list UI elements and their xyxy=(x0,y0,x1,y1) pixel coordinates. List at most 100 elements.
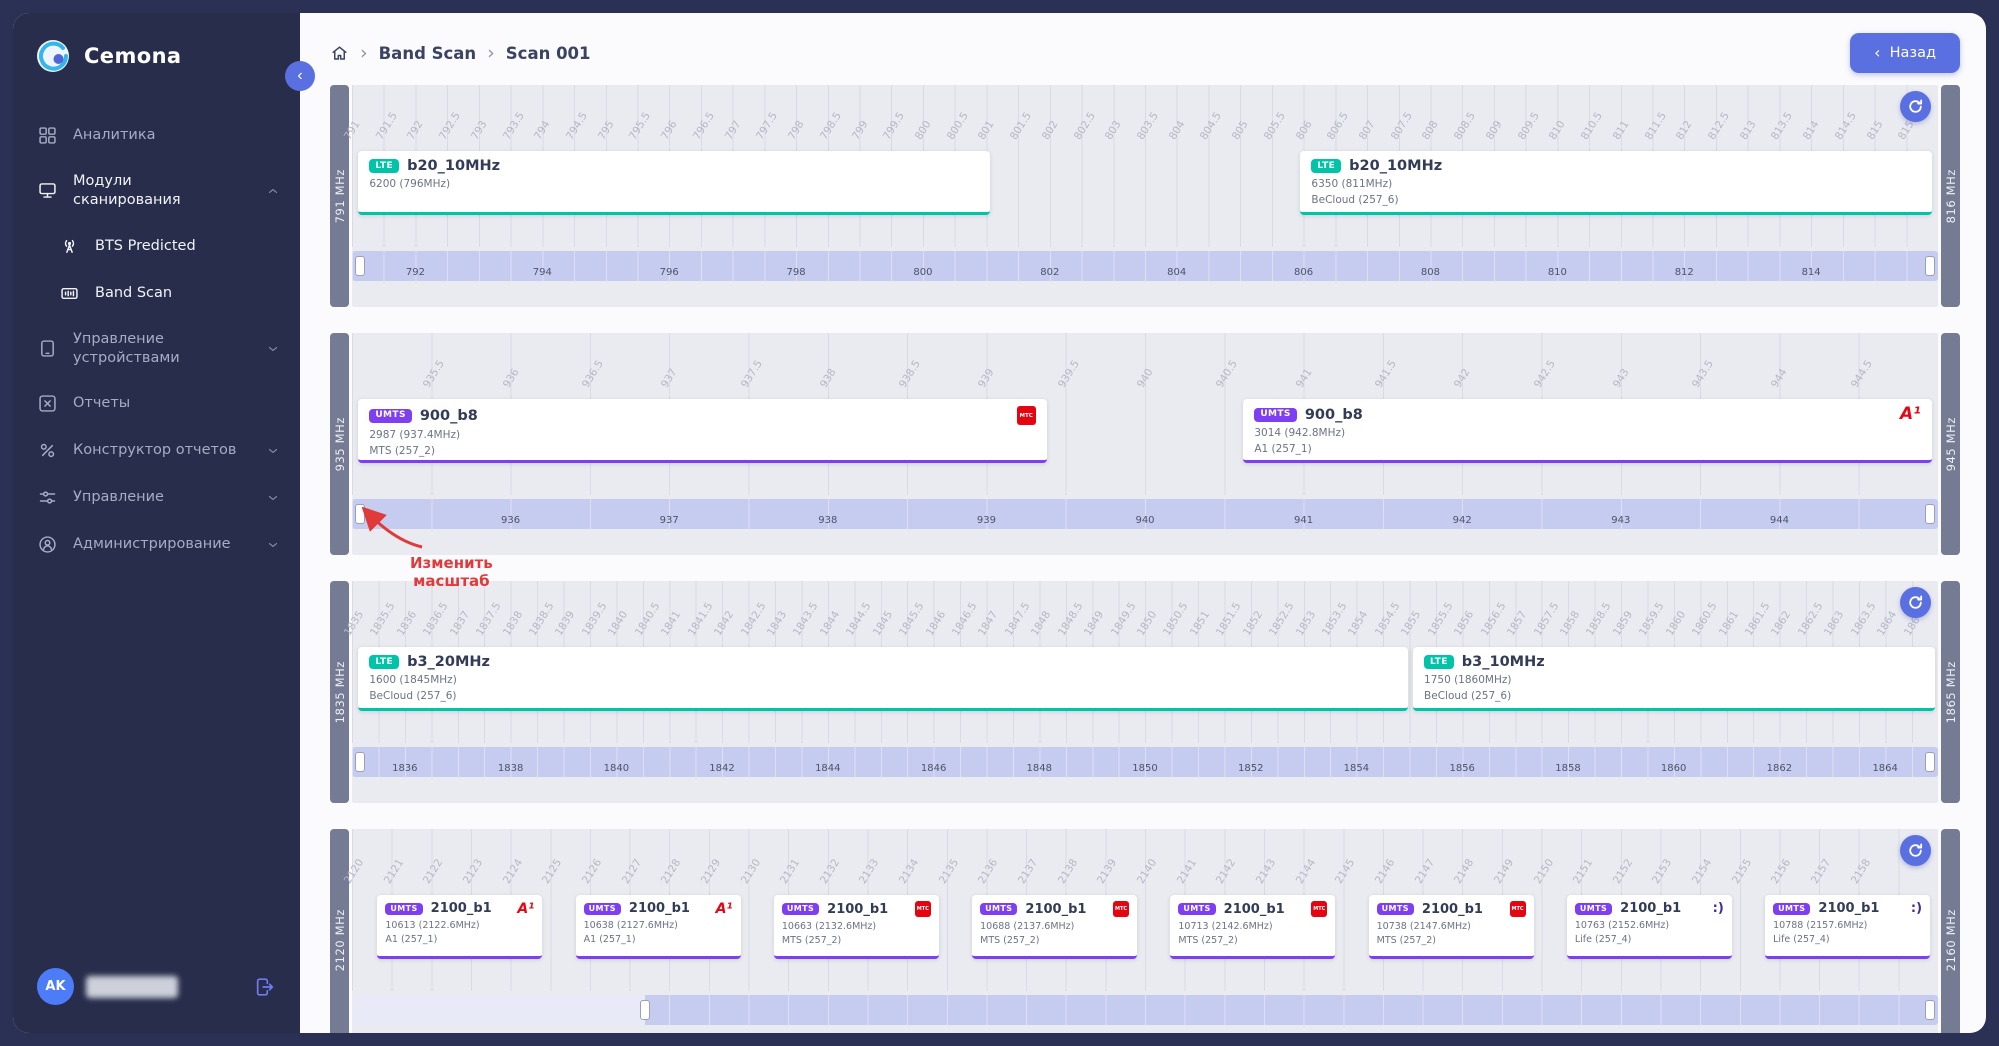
start-frequency-label: 935 MHz xyxy=(332,416,347,472)
ruler-tick: 939 xyxy=(976,366,998,390)
breadcrumb-band-scan[interactable]: Band Scan xyxy=(378,43,477,63)
scale-handle-left[interactable] xyxy=(355,256,365,276)
carrier-card[interactable]: UMTS 900_b8 МТС 2987 (937.4MHz)MTS (257_… xyxy=(358,399,1047,463)
minimap-label: 1848 xyxy=(1026,763,1052,774)
carrier-card[interactable]: UMTS 2100_b1 :) 10788 (2157.6MHz)Life (2… xyxy=(1765,895,1931,959)
panel-start-frequency: 791 MHz xyxy=(330,85,349,307)
minimap-label: 804 xyxy=(1167,267,1187,278)
ruler-tick: 2137 xyxy=(1015,856,1041,886)
carrier-card[interactable]: UMTS 2100_b1 A¹ 10613 (2122.6MHz)A1 (257… xyxy=(377,895,543,959)
scale-handle-left[interactable] xyxy=(640,1000,651,1020)
ruler-tick: 801.5 xyxy=(1007,110,1035,142)
ruler-tick: 813 xyxy=(1737,118,1759,142)
ruler-tick: 2126 xyxy=(579,856,605,886)
sidebar-item-bts-predicted[interactable]: BTS Predicted xyxy=(13,223,300,270)
ruler-tick: 1851.5 xyxy=(1214,600,1244,638)
analytics-grid-icon xyxy=(39,127,56,144)
refresh-button[interactable] xyxy=(1900,835,1931,866)
sidebar-collapse-button[interactable]: ‹ xyxy=(285,61,315,91)
ruler-tick: 1855.5 xyxy=(1425,600,1456,638)
ruler-tick: 939.5 xyxy=(1055,358,1082,390)
ruler-tick: 1844 xyxy=(817,608,842,638)
ruler-tick: 1839 xyxy=(553,608,578,638)
ruler-tick: 938 xyxy=(817,366,839,390)
sidebar-item-device-management[interactable]: Управление устройствами xyxy=(13,317,300,381)
sidebar-item-report-builder[interactable]: Конструктор отчетов xyxy=(13,427,300,474)
card-header: UMTS 2100_b1 :) xyxy=(1574,901,1724,916)
sidebar-item-reports[interactable]: Отчеты xyxy=(13,380,300,427)
sidebar-item-band-scan[interactable]: Band Scan xyxy=(13,270,300,317)
scale-slider[interactable] xyxy=(352,995,1938,1025)
sidebar-user-section: AK xyxy=(13,946,300,1033)
sidebar-item-management[interactable]: Управление xyxy=(13,474,300,521)
carrier-card[interactable]: UMTS 2100_b1 МТС 10738 (2147.6MHz)MTS (2… xyxy=(1368,895,1534,959)
minimap-label: 939 xyxy=(976,515,996,526)
carrier-card[interactable]: LTE b20_10MHz 6200 (796MHz) xyxy=(358,151,990,215)
avatar[interactable]: AK xyxy=(37,968,74,1005)
panel-start-frequency: 1835 MHz xyxy=(330,581,349,803)
ruler-tick: 807 xyxy=(1356,118,1378,142)
card-detail: MTS (257_2) xyxy=(1178,934,1238,946)
ruler-tick: 2153 xyxy=(1650,856,1675,886)
ruler-tick: 2144 xyxy=(1293,856,1318,886)
home-icon[interactable] xyxy=(330,44,349,63)
carrier-card[interactable]: UMTS 900_b8 A¹ 3014 (942.8MHz)A1 (257_1) xyxy=(1243,399,1932,463)
refresh-button[interactable] xyxy=(1900,587,1931,618)
scale-handle-left[interactable] xyxy=(355,752,365,772)
sidebar-item-scan-modules[interactable]: Модули сканирования xyxy=(13,159,300,223)
chevron-down-icon xyxy=(266,342,280,356)
card-detail: 10763 (2152.6MHz) xyxy=(1574,920,1670,931)
panel-end-frequency: 816 MHz xyxy=(1941,85,1960,307)
ruler-tick: 936 xyxy=(500,366,522,390)
scale-handle-right[interactable] xyxy=(1925,752,1935,772)
back-button[interactable]: ‹ Назад xyxy=(1850,33,1960,73)
ruler-tick: 2154 xyxy=(1689,856,1715,886)
cards-track: LTE b3_20MHz 1600 (1845MHz)BeCloud (257_… xyxy=(352,647,1938,715)
carrier-card[interactable]: UMTS 2100_b1 МТС 10713 (2142.6MHz)MTS (2… xyxy=(1170,895,1336,959)
refresh-icon xyxy=(1909,843,1923,857)
ruler-tick: 808.5 xyxy=(1452,110,1479,142)
scale-handle-right[interactable] xyxy=(1925,504,1935,524)
card-header: UMTS 2100_b1 A¹ xyxy=(385,901,534,916)
refresh-icon xyxy=(1909,99,1923,113)
ruler-tick: 1852.5 xyxy=(1266,600,1297,638)
ruler-tick: 1846 xyxy=(923,608,948,638)
ruler-tick: 1860 xyxy=(1663,608,1688,638)
ruler-tick: 798.5 xyxy=(817,110,844,142)
carrier-card[interactable]: UMTS 2100_b1 :) 10763 (2152.6MHz)Life (2… xyxy=(1566,895,1732,959)
scale-handle-right[interactable] xyxy=(1925,256,1935,276)
band-name: 2100_b1 xyxy=(1223,901,1285,917)
sidebar-item-administration[interactable]: Администрирование xyxy=(13,521,300,568)
minimap-label: 810 xyxy=(1547,267,1567,278)
card-detail: 1600 (1845MHz) xyxy=(369,674,457,686)
carrier-card[interactable]: LTE b3_20MHz 1600 (1845MHz)BeCloud (257_… xyxy=(358,647,1409,711)
carrier-card[interactable]: UMTS 2100_b1 МТС 10688 (2137.6MHz)MTS (2… xyxy=(972,895,1138,959)
ruler-tick: 814 xyxy=(1800,118,1822,142)
ruler-tick: 2157 xyxy=(1808,856,1834,886)
carrier-card[interactable]: LTE b20_10MHz 6350 (811MHz)BeCloud (257_… xyxy=(1300,151,1932,215)
ruler-tick: 814.5 xyxy=(1832,110,1859,142)
carrier-card[interactable]: UMTS 2100_b1 МТС 10663 (2132.6MHz)MTS (2… xyxy=(773,895,939,959)
start-frequency-label: 1835 MHz xyxy=(332,660,347,724)
sidebar-item-label: Аналитика xyxy=(73,127,156,144)
sidebar-item-analytics[interactable]: Аналитика xyxy=(13,112,300,159)
logout-icon[interactable] xyxy=(254,976,276,998)
mts-logo: МТС xyxy=(914,901,931,917)
ruler-tick: 1856.5 xyxy=(1478,600,1509,638)
minimap-label: 1862 xyxy=(1766,763,1793,774)
carrier-card[interactable]: LTE b3_10MHz 1750 (1860MHz)BeCloud (257_… xyxy=(1413,647,1935,711)
refresh-button[interactable] xyxy=(1900,91,1931,122)
scale-handle-right[interactable] xyxy=(1925,1000,1935,1020)
band-name: 2100_b1 xyxy=(827,901,889,917)
card-header: UMTS 2100_b1 МТС xyxy=(1178,901,1328,917)
scale-handle-left[interactable] xyxy=(355,504,365,524)
ruler-tick: 1845.5 xyxy=(896,600,927,638)
ruler-tick: 793.5 xyxy=(500,110,527,142)
ruler-tick: 2125 xyxy=(540,856,565,886)
carrier-card[interactable]: UMTS 2100_b1 A¹ 10638 (2127.6MHz)A1 (257… xyxy=(575,895,741,959)
band-name: b3_20MHz xyxy=(407,654,490,670)
